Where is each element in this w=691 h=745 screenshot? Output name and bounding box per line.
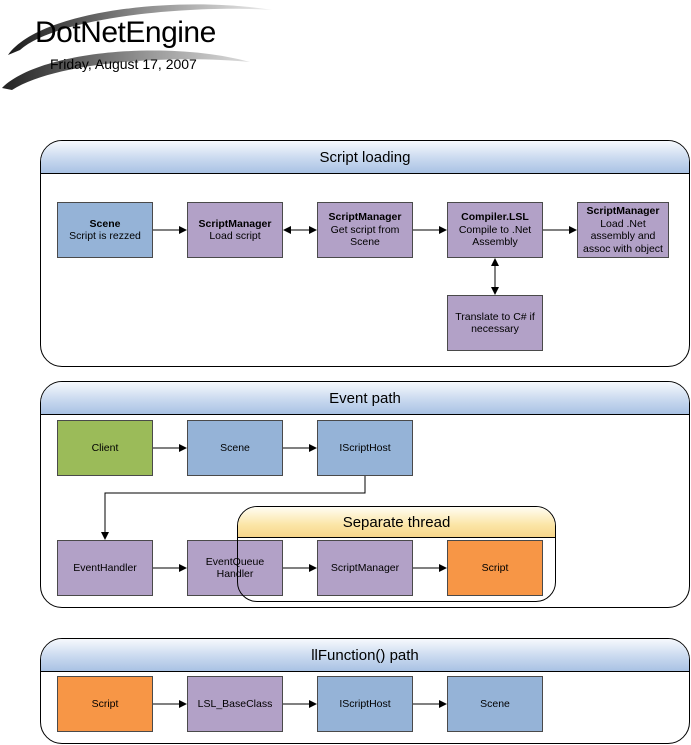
panel-title: Script loading xyxy=(41,141,689,174)
logo-title: DotNetEngine xyxy=(35,16,216,49)
box-text: LSL_BaseClass xyxy=(197,697,273,710)
box-lsl-baseclass: LSL_BaseClass xyxy=(187,676,283,732)
box-event-queue-handler: EventQueue Handler xyxy=(187,540,283,596)
logo: DotNetEngine Friday, August 17, 2007 xyxy=(0,0,280,95)
box-title: Compiler.LSL xyxy=(461,211,529,224)
box-script: Script xyxy=(447,540,543,596)
box-get-script: ScriptManager Get script from Scene xyxy=(317,202,413,258)
box-scene: Scene xyxy=(447,676,543,732)
logo-date: Friday, August 17, 2007 xyxy=(50,56,197,72)
panel-title: llFunction() path xyxy=(41,639,689,672)
box-text: IScriptHost xyxy=(339,697,391,710)
box-text: EventQueue Handler xyxy=(205,555,265,581)
box-text: Scene xyxy=(220,441,250,454)
box-text: Compile to .Net Assembly xyxy=(458,223,532,249)
box-load-script: ScriptManager Load script xyxy=(187,202,283,258)
box-title: ScriptManager xyxy=(586,205,660,217)
box-iscripthost: IScriptHost xyxy=(317,420,413,476)
box-title: Scene xyxy=(89,217,121,230)
box-text: Load script xyxy=(209,230,261,242)
box-text: Translate to C# if necessary xyxy=(455,310,535,336)
box-scene-rezzed: Scene Script is rezzed xyxy=(57,202,153,258)
box-text: Script xyxy=(91,697,119,710)
box-title: ScriptManager xyxy=(198,217,272,230)
box-text: ScriptManager xyxy=(330,561,400,574)
box-event-handler: EventHandler xyxy=(57,540,153,596)
box-scene: Scene xyxy=(187,420,283,476)
box-script-manager: ScriptManager xyxy=(317,540,413,596)
box-translate-csharp: Translate to C# if necessary xyxy=(447,295,543,351)
box-text: Script xyxy=(481,561,509,574)
box-load-net-assembly: ScriptManager Load .Net assembly and ass… xyxy=(577,202,669,258)
box-text: Scene xyxy=(480,697,510,710)
box-text: Client xyxy=(91,441,119,454)
box-text: Load .Net assembly and assoc with object xyxy=(583,217,663,255)
box-compiler: Compiler.LSL Compile to .Net Assembly xyxy=(447,202,543,258)
panel-title: Event path xyxy=(41,382,689,415)
box-script: Script xyxy=(57,676,153,732)
separate-thread-title: Separate thread xyxy=(238,507,555,538)
box-text: Script is rezzed xyxy=(69,230,141,242)
box-client: Client xyxy=(57,420,153,476)
logo-swoosh-icon xyxy=(2,4,272,90)
box-title: ScriptManager xyxy=(328,211,402,224)
box-text: EventHandler xyxy=(73,561,137,574)
box-text: IScriptHost xyxy=(339,441,391,454)
box-text: Get script from Scene xyxy=(330,223,400,249)
box-iscripthost: IScriptHost xyxy=(317,676,413,732)
